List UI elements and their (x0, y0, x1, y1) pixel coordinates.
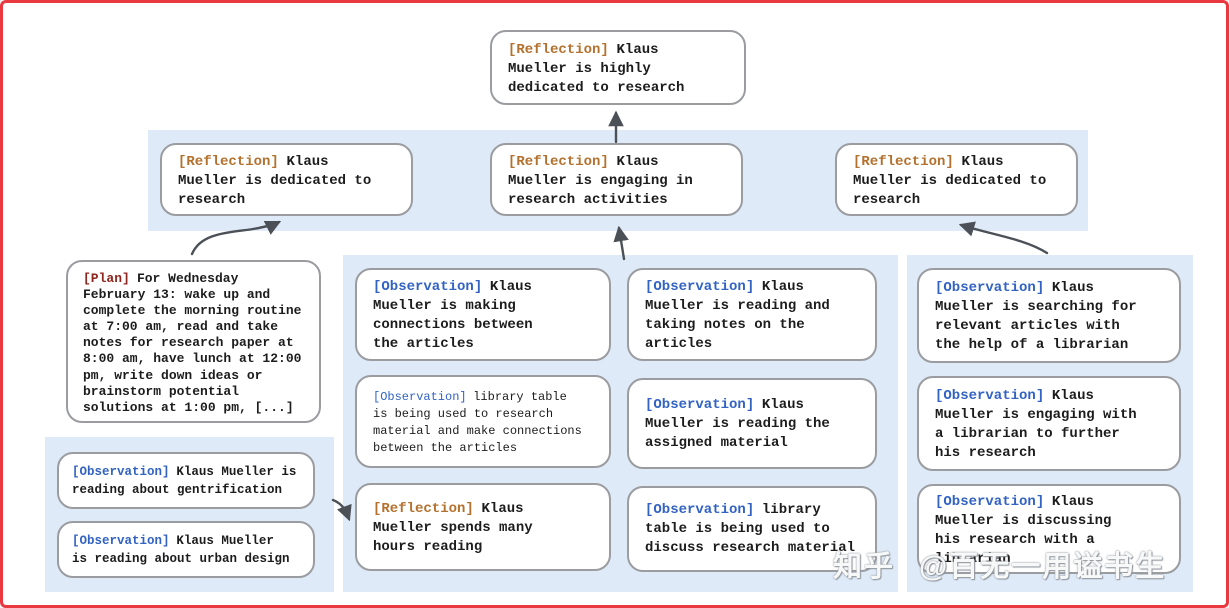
memory-node-observation-assigned-material: [Observation]Klaus Mueller is reading th… (627, 378, 877, 469)
watermark: 知乎 @百无一用谥书生 (833, 543, 1166, 585)
memory-node-observation-library-research: [Observation]library table is being used… (355, 375, 611, 468)
memory-node-observation-discuss-material: [Observation]library table is being used… (627, 486, 877, 572)
watermark-handle: @百无一用谥书生 (919, 551, 1167, 583)
memory-node-observation-gentrification: [Observation]Klaus Mueller is reading ab… (57, 452, 315, 509)
observation-tag: [Observation] (373, 390, 467, 404)
memory-node-text: Klaus Mueller is making connections betw… (373, 279, 533, 352)
watermark-brand: 知乎 (833, 551, 896, 583)
memory-node-text: Klaus Mueller is dedicated to research (178, 154, 372, 208)
memory-node-text: Klaus Mueller is reading about gentrific… (72, 465, 297, 497)
memory-node-text: Klaus Mueller is engaging in research ac… (508, 154, 693, 208)
memory-node-reflection-hours-reading: [Reflection]Klaus Mueller spends many ho… (355, 483, 611, 571)
plan-tag: [Plan] (83, 271, 130, 286)
observation-tag: [Observation] (645, 279, 755, 295)
memory-node-text: Klaus Mueller is engaging with a librari… (935, 388, 1137, 461)
memory-node-text: Klaus Mueller is reading about urban des… (72, 534, 290, 566)
memory-node-observation-urban-design: [Observation]Klaus Mueller is reading ab… (57, 521, 315, 578)
memory-node-text: library table is being used to research … (373, 390, 582, 455)
observation-tag: [Observation] (645, 502, 755, 518)
observation-tag: [Observation] (935, 494, 1045, 510)
memory-node-text: Klaus Mueller is highly dedicated to res… (508, 42, 685, 96)
memory-node-text: Klaus Mueller spends many hours reading (373, 501, 533, 555)
reflection-tag: [Reflection] (508, 42, 609, 58)
observation-tag: [Observation] (935, 388, 1045, 404)
memory-node-observation-engaging-librarian: [Observation]Klaus Mueller is engaging w… (917, 376, 1181, 471)
memory-node-observation-searching-articles: [Observation]Klaus Mueller is searching … (917, 268, 1181, 363)
observation-tag: [Observation] (373, 279, 483, 295)
observation-tag: [Observation] (72, 465, 170, 479)
memory-node-text: Klaus Mueller is dedicated to research (853, 154, 1047, 208)
observation-tag: [Observation] (645, 397, 755, 413)
memory-node-text: Klaus Mueller is reading the assigned ma… (645, 397, 830, 451)
memory-node-root-reflection: [Reflection]Klaus Mueller is highly dedi… (490, 30, 746, 105)
reflection-tag: [Reflection] (853, 154, 954, 170)
reflection-tag: [Reflection] (373, 501, 474, 517)
memory-node-reflection-left: [Reflection]Klaus Mueller is dedicated t… (160, 143, 413, 216)
memory-node-observation-connections: [Observation]Klaus Mueller is making con… (355, 268, 611, 361)
memory-node-text: Klaus Mueller is reading and taking note… (645, 279, 830, 352)
memory-node-text: library table is being used to discuss r… (645, 502, 856, 556)
observation-tag: [Observation] (72, 534, 170, 548)
memory-node-reflection-right: [Reflection]Klaus Mueller is dedicated t… (835, 143, 1078, 216)
reflection-tag: [Reflection] (178, 154, 279, 170)
memory-node-text: For Wednesday February 13: wake up and c… (83, 271, 302, 415)
memory-node-plan: [Plan]For Wednesday February 13: wake up… (66, 260, 321, 423)
memory-node-observation-discussing-research: [Observation]Klaus Mueller is discussing… (917, 484, 1181, 574)
memory-node-reflection-middle: [Reflection]Klaus Mueller is engaging in… (490, 143, 743, 216)
observation-tag: [Observation] (935, 280, 1045, 296)
memory-node-observation-taking-notes: [Observation]Klaus Mueller is reading an… (627, 268, 877, 361)
memory-node-text: Klaus Mueller is discussing his research… (935, 494, 1112, 567)
reflection-tag: [Reflection] (508, 154, 609, 170)
memory-node-text: Klaus Mueller is searching for relevant … (935, 280, 1137, 353)
